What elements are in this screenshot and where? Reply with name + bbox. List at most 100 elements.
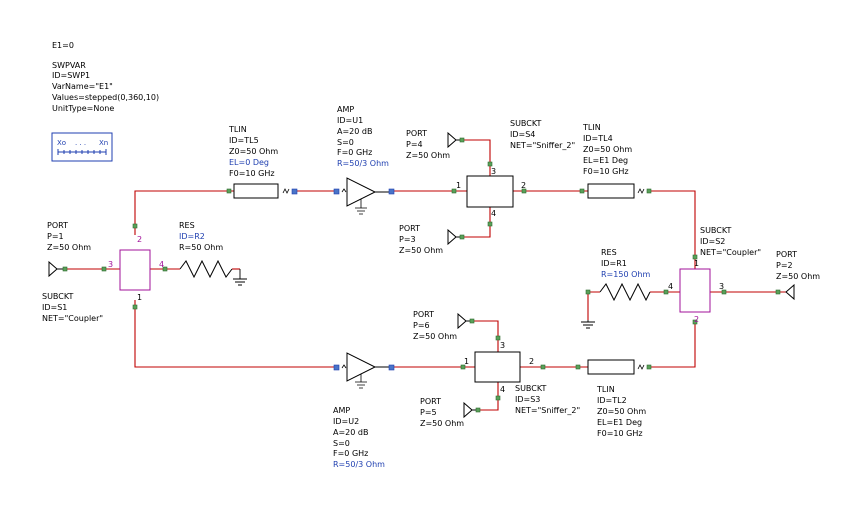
res-r1[interactable]: RES ID=R1 R=150 Ohm bbox=[581, 248, 651, 329]
subckt-s4[interactable]: SUBCKT ID=S4 NET="Sniffer_2" 1 3 4 2 bbox=[451, 119, 575, 227]
amp-u2[interactable]: AMP ID=U2 A=20 dB S=0 F=0 GHz R=50/3 Ohm bbox=[333, 352, 395, 469]
equation-text: E1=0 bbox=[52, 41, 74, 50]
s4-node-3 bbox=[487, 161, 493, 167]
u1-r: R=50/3 Ohm bbox=[337, 159, 389, 168]
port-p3[interactable]: PORT P=3 Z=50 Ohm bbox=[399, 224, 465, 255]
wire-gnd-r1 bbox=[587, 291, 600, 320]
wire-s1-tl5 bbox=[134, 190, 234, 235]
swpvar-icon-end: Xn bbox=[99, 139, 108, 147]
tl4-id: ID=TL4 bbox=[583, 134, 613, 143]
r2-type: RES bbox=[179, 221, 195, 230]
u2-node-in bbox=[333, 364, 340, 371]
wire-s3-p5 bbox=[478, 382, 499, 411]
tl4-z0: Z0=50 Ohm bbox=[583, 145, 632, 154]
res-r2[interactable]: RES ID=R2 R=50 Ohm bbox=[179, 221, 247, 286]
tl5-z0: Z0=50 Ohm bbox=[229, 147, 278, 156]
tlin-tl4[interactable]: TLIN ID=TL4 Z0=50 Ohm EL=E1 Deg F0=10 GH… bbox=[582, 123, 652, 199]
s2-node-3 bbox=[721, 289, 727, 295]
tl2-el: EL=E1 Deg bbox=[597, 418, 642, 427]
wire-p6-s3 bbox=[472, 320, 499, 352]
tl2-z0: Z0=50 Ohm bbox=[597, 407, 646, 416]
tl5-node-in bbox=[226, 188, 232, 194]
wire-s4-p3 bbox=[462, 207, 491, 238]
port-p5[interactable]: PORT P=5 Z=50 Ohm bbox=[420, 397, 481, 428]
s2-pin-4: 4 bbox=[668, 282, 673, 291]
u2-r: R=50/3 Ohm bbox=[333, 460, 385, 469]
s1-pin-2: 2 bbox=[137, 235, 142, 244]
s2-node-1 bbox=[692, 254, 698, 260]
u1-id: ID=U1 bbox=[337, 116, 363, 125]
r1-type: RES bbox=[601, 248, 617, 257]
p3-p: P=3 bbox=[399, 235, 416, 244]
u1-node-in bbox=[333, 188, 340, 195]
tl5-tick-mark bbox=[282, 188, 290, 194]
s1-node-3 bbox=[101, 266, 107, 272]
u2-id: ID=U2 bbox=[333, 417, 359, 426]
p6-p: P=6 bbox=[413, 321, 430, 330]
u1-ground-icon bbox=[355, 199, 367, 215]
p5-port-icon bbox=[463, 401, 473, 419]
r1-zigzag bbox=[599, 282, 651, 302]
u1-s: S=0 bbox=[337, 138, 354, 147]
swpvar-icon-dots: . . . bbox=[75, 139, 86, 147]
u2-f: F=0 GHz bbox=[333, 449, 368, 458]
amp-u1[interactable]: AMP ID=U1 A=20 dB S=0 F=0 GHz R=50/3 Ohm bbox=[333, 105, 395, 215]
tl2-id: ID=TL2 bbox=[597, 396, 627, 405]
r1-ground-icon bbox=[581, 320, 595, 329]
port-p1[interactable]: PORT P=1 Z=50 Ohm bbox=[47, 221, 91, 278]
s4-pin-4: 4 bbox=[491, 209, 496, 218]
subckt-s1[interactable]: SUBCKT ID=S1 NET="Coupler" 2 3 4 1 bbox=[42, 223, 168, 323]
r1-r: R=150 Ohm bbox=[601, 270, 650, 279]
swpvar-icon bbox=[51, 132, 113, 162]
p6-node bbox=[469, 318, 475, 324]
port-p2[interactable]: PORT P=2 Z=50 Ohm bbox=[775, 250, 820, 301]
s1-body bbox=[119, 249, 151, 291]
s1-node-4 bbox=[162, 266, 168, 272]
s3-node-4 bbox=[495, 395, 501, 401]
swpvar-values: Values=stepped(0,360,10) bbox=[52, 93, 159, 102]
tl4-f0: F0=10 GHz bbox=[583, 167, 629, 176]
s2-node-2 bbox=[692, 319, 698, 325]
port-p6[interactable]: PORT P=6 Z=50 Ohm bbox=[413, 310, 475, 341]
s4-node-1 bbox=[451, 188, 457, 194]
tlin-tl2[interactable]: TLIN ID=TL2 Z0=50 Ohm EL=E1 Deg F0=10 GH… bbox=[575, 359, 652, 438]
tl2-tick-mark bbox=[637, 364, 645, 370]
u2-a: A=20 dB bbox=[333, 428, 368, 437]
s3-node-2 bbox=[540, 364, 546, 370]
tl4-el: EL=E1 Deg bbox=[583, 156, 628, 165]
p4-p: P=4 bbox=[406, 140, 423, 149]
wire-tl2-s2 bbox=[649, 320, 696, 368]
swpvar-block[interactable]: SWPVAR ID=SWP1 VarName="E1" Values=stepp… bbox=[51, 61, 159, 162]
tl4-node-out bbox=[646, 188, 652, 194]
s3-pin-2: 2 bbox=[529, 357, 534, 366]
p3-node bbox=[459, 234, 465, 240]
p2-type: PORT bbox=[776, 250, 797, 259]
p3-port-icon bbox=[447, 228, 457, 246]
s2-net: NET="Coupler" bbox=[700, 248, 761, 257]
port-p4[interactable]: PORT P=4 Z=50 Ohm bbox=[406, 129, 465, 160]
p4-type: PORT bbox=[406, 129, 427, 138]
s1-type: SUBCKT bbox=[42, 292, 73, 301]
wire-p4-s4 bbox=[462, 139, 491, 176]
subckt-s3[interactable]: SUBCKT ID=S3 NET="Sniffer_2" 1 3 4 2 bbox=[460, 335, 580, 415]
s1-node-2 bbox=[132, 223, 138, 229]
u1-type: AMP bbox=[337, 105, 354, 114]
s2-type: SUBCKT bbox=[700, 226, 731, 235]
subckt-s2[interactable]: SUBCKT ID=S2 NET="Coupler" 1 4 3 2 bbox=[663, 226, 761, 325]
swpvar-type: SWPVAR bbox=[52, 61, 86, 70]
s4-node-2 bbox=[521, 188, 527, 194]
p6-port-icon bbox=[457, 312, 467, 330]
s4-type: SUBCKT bbox=[510, 119, 541, 128]
p1-p: P=1 bbox=[47, 232, 64, 241]
u1-node-out bbox=[388, 188, 395, 195]
tlin-tl5[interactable]: TLIN ID=TL5 Z0=50 Ohm EL=0 Deg F0=10 GHz bbox=[228, 125, 298, 199]
tl4-tick-mark bbox=[637, 188, 645, 194]
s3-node-3 bbox=[495, 335, 501, 341]
s2-pin-3: 3 bbox=[719, 282, 724, 291]
swpvar-id: ID=SWP1 bbox=[52, 71, 90, 80]
s4-node-4 bbox=[487, 221, 493, 227]
swpvar-icon-ticks bbox=[57, 149, 107, 155]
s3-pin-3: 3 bbox=[500, 341, 505, 350]
tl5-body bbox=[233, 183, 279, 199]
